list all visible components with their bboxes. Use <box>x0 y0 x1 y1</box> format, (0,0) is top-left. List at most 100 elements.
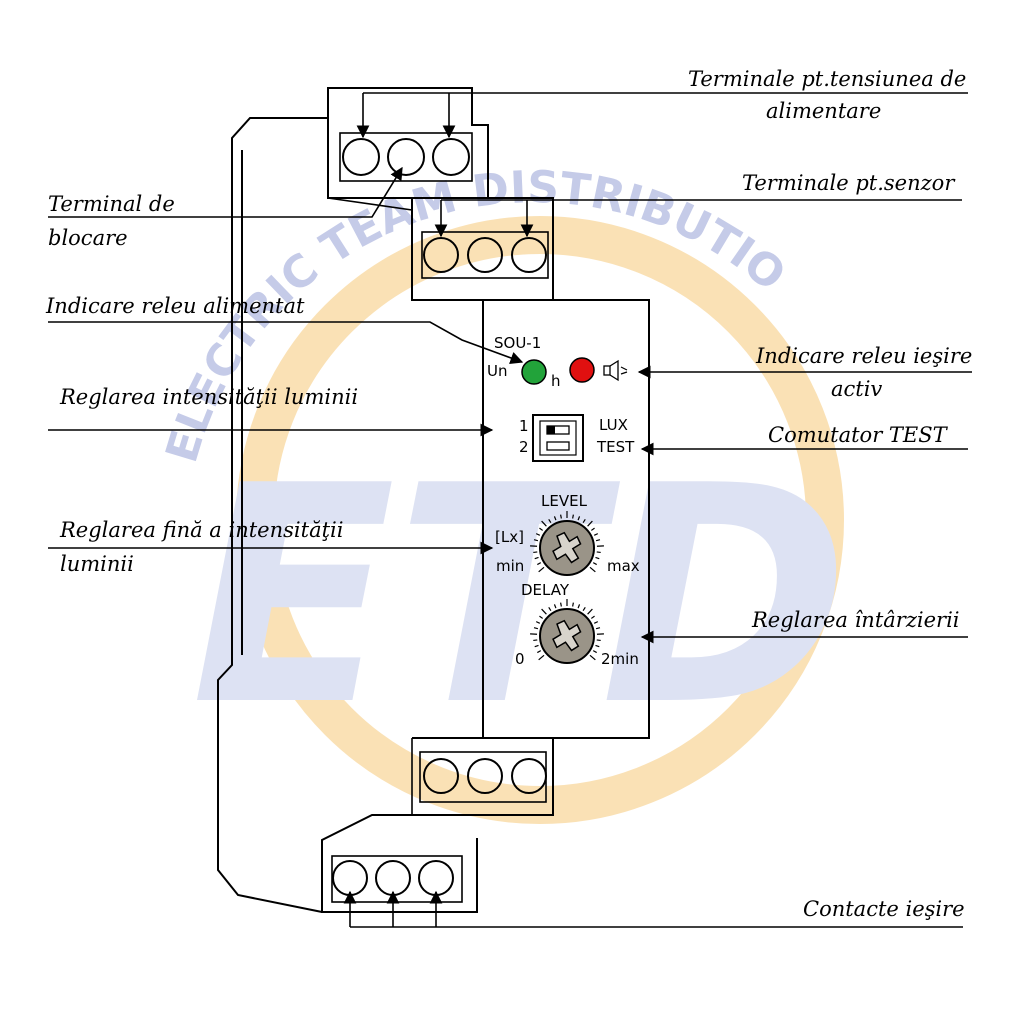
label-relay-powered: Indicare releu alimentat <box>45 294 305 318</box>
label-output-contacts: Contacte ieşire <box>803 897 965 921</box>
knob-tick <box>537 562 542 566</box>
knob-tick <box>533 539 539 542</box>
terminal-screw <box>467 237 503 273</box>
knob-tick <box>590 615 595 619</box>
knob-tick <box>593 621 599 624</box>
terminals-supply <box>339 132 473 182</box>
terminal-screw <box>511 237 547 273</box>
terminal-screw <box>467 758 503 794</box>
label-fine-adjust-2: luminii <box>60 552 134 576</box>
knob-tick <box>560 602 562 607</box>
terminal-screw <box>387 138 425 176</box>
max-label: max <box>607 557 640 575</box>
knob-tick <box>553 604 557 609</box>
label-supply-terminals-2: alimentare <box>766 99 881 123</box>
knob-tick <box>534 556 539 560</box>
delay-label: DELAY <box>521 581 570 599</box>
label-supply-terminals: Terminale pt.tensiunea de <box>688 67 966 91</box>
knob-tick <box>535 533 541 536</box>
knob-tick <box>539 615 544 619</box>
terminal-screw <box>418 860 454 896</box>
h-label: h <box>551 372 561 390</box>
knob-tick <box>595 556 600 560</box>
level-label: LEVEL <box>541 492 588 510</box>
model-label: SOU-1 <box>494 334 541 352</box>
lux-label: LUX <box>599 416 628 434</box>
switch-pos-2: 2 <box>519 438 529 456</box>
knob-tick <box>548 606 552 612</box>
knob-tick <box>537 650 542 654</box>
un-label: Un <box>487 362 508 380</box>
test-switch[interactable] <box>532 414 584 462</box>
terminal-screw <box>423 758 459 794</box>
knob-tick <box>590 527 595 531</box>
label-fine-adjust: Reglarea fină a intensităţii <box>59 518 343 542</box>
delay-max-label: 2min <box>601 650 639 668</box>
terminal-screw <box>423 237 459 273</box>
knob-tick <box>595 539 601 542</box>
knob-tick <box>589 566 596 573</box>
knob-tick <box>582 606 586 612</box>
terminal-screw <box>342 138 380 176</box>
switch-pos-1: 1 <box>519 417 529 435</box>
knob-tick <box>592 562 597 566</box>
level-knob[interactable] <box>530 511 604 576</box>
knob-tick <box>595 627 601 630</box>
knob-tick <box>538 654 545 661</box>
knob-tick <box>596 551 601 554</box>
knob-tick <box>534 644 539 648</box>
knob-tick <box>541 520 547 527</box>
led-power <box>521 359 547 385</box>
relay-icon <box>603 359 628 382</box>
label-sensor-terminals: Terminale pt.senzor <box>742 171 956 195</box>
watermark-ring <box>236 216 844 824</box>
label-locking-terminal-2: blocare <box>48 226 128 250</box>
knob-tick <box>539 527 544 531</box>
label-light-adjust: Reglarea intensităţii luminii <box>59 385 358 409</box>
front-panel: SOU-1 Un h 1 2 LUX TEST LEVEL [Lx] min m… <box>487 334 640 668</box>
knob-tick <box>538 566 545 573</box>
label-test-switch: Comutator TEST <box>768 423 949 447</box>
terminal-screw <box>332 860 368 896</box>
knob-tick <box>596 639 601 642</box>
knob-tick <box>577 604 581 609</box>
knob-tick <box>533 639 538 642</box>
led-output <box>569 357 595 383</box>
min-label: min <box>496 557 524 575</box>
knob-tick <box>572 514 574 519</box>
knob-tick <box>577 516 581 521</box>
knob-tick <box>560 514 562 519</box>
test-label: TEST <box>596 438 635 456</box>
knob-tick <box>548 518 552 524</box>
callout-lines <box>48 92 972 928</box>
terminals-output <box>331 855 463 903</box>
terminal-screw <box>375 860 411 896</box>
knob-tick <box>592 650 597 654</box>
knob-tick <box>572 602 574 607</box>
lx-label: [Lx] <box>495 528 524 546</box>
knob-tick <box>533 551 538 554</box>
knob-tick <box>553 516 557 521</box>
knob-tick <box>541 608 547 615</box>
label-relay-output-2: activ <box>831 377 882 401</box>
terminal-screw <box>511 758 547 794</box>
knob-grip <box>552 619 582 652</box>
terminal-screw <box>432 138 470 176</box>
watermark-logo: ETD <box>191 422 850 771</box>
knob-tick <box>589 654 596 661</box>
delay-zero-label: 0 <box>515 650 525 668</box>
knob-tick <box>535 621 541 624</box>
knob-tick <box>587 608 593 615</box>
knob-tick <box>582 518 586 524</box>
label-locking-terminal: Terminal de <box>48 192 175 216</box>
label-delay-adjust: Reglarea întârzierii <box>751 608 960 632</box>
knob-tick <box>593 533 599 536</box>
terminals-lower <box>419 751 547 803</box>
knob-tick <box>533 627 539 630</box>
knob-tick <box>595 644 600 648</box>
delay-knob[interactable] <box>530 599 604 664</box>
knob-tick <box>587 520 593 527</box>
label-relay-output: Indicare releu ieşire <box>755 344 972 368</box>
knob-grip <box>552 531 582 564</box>
